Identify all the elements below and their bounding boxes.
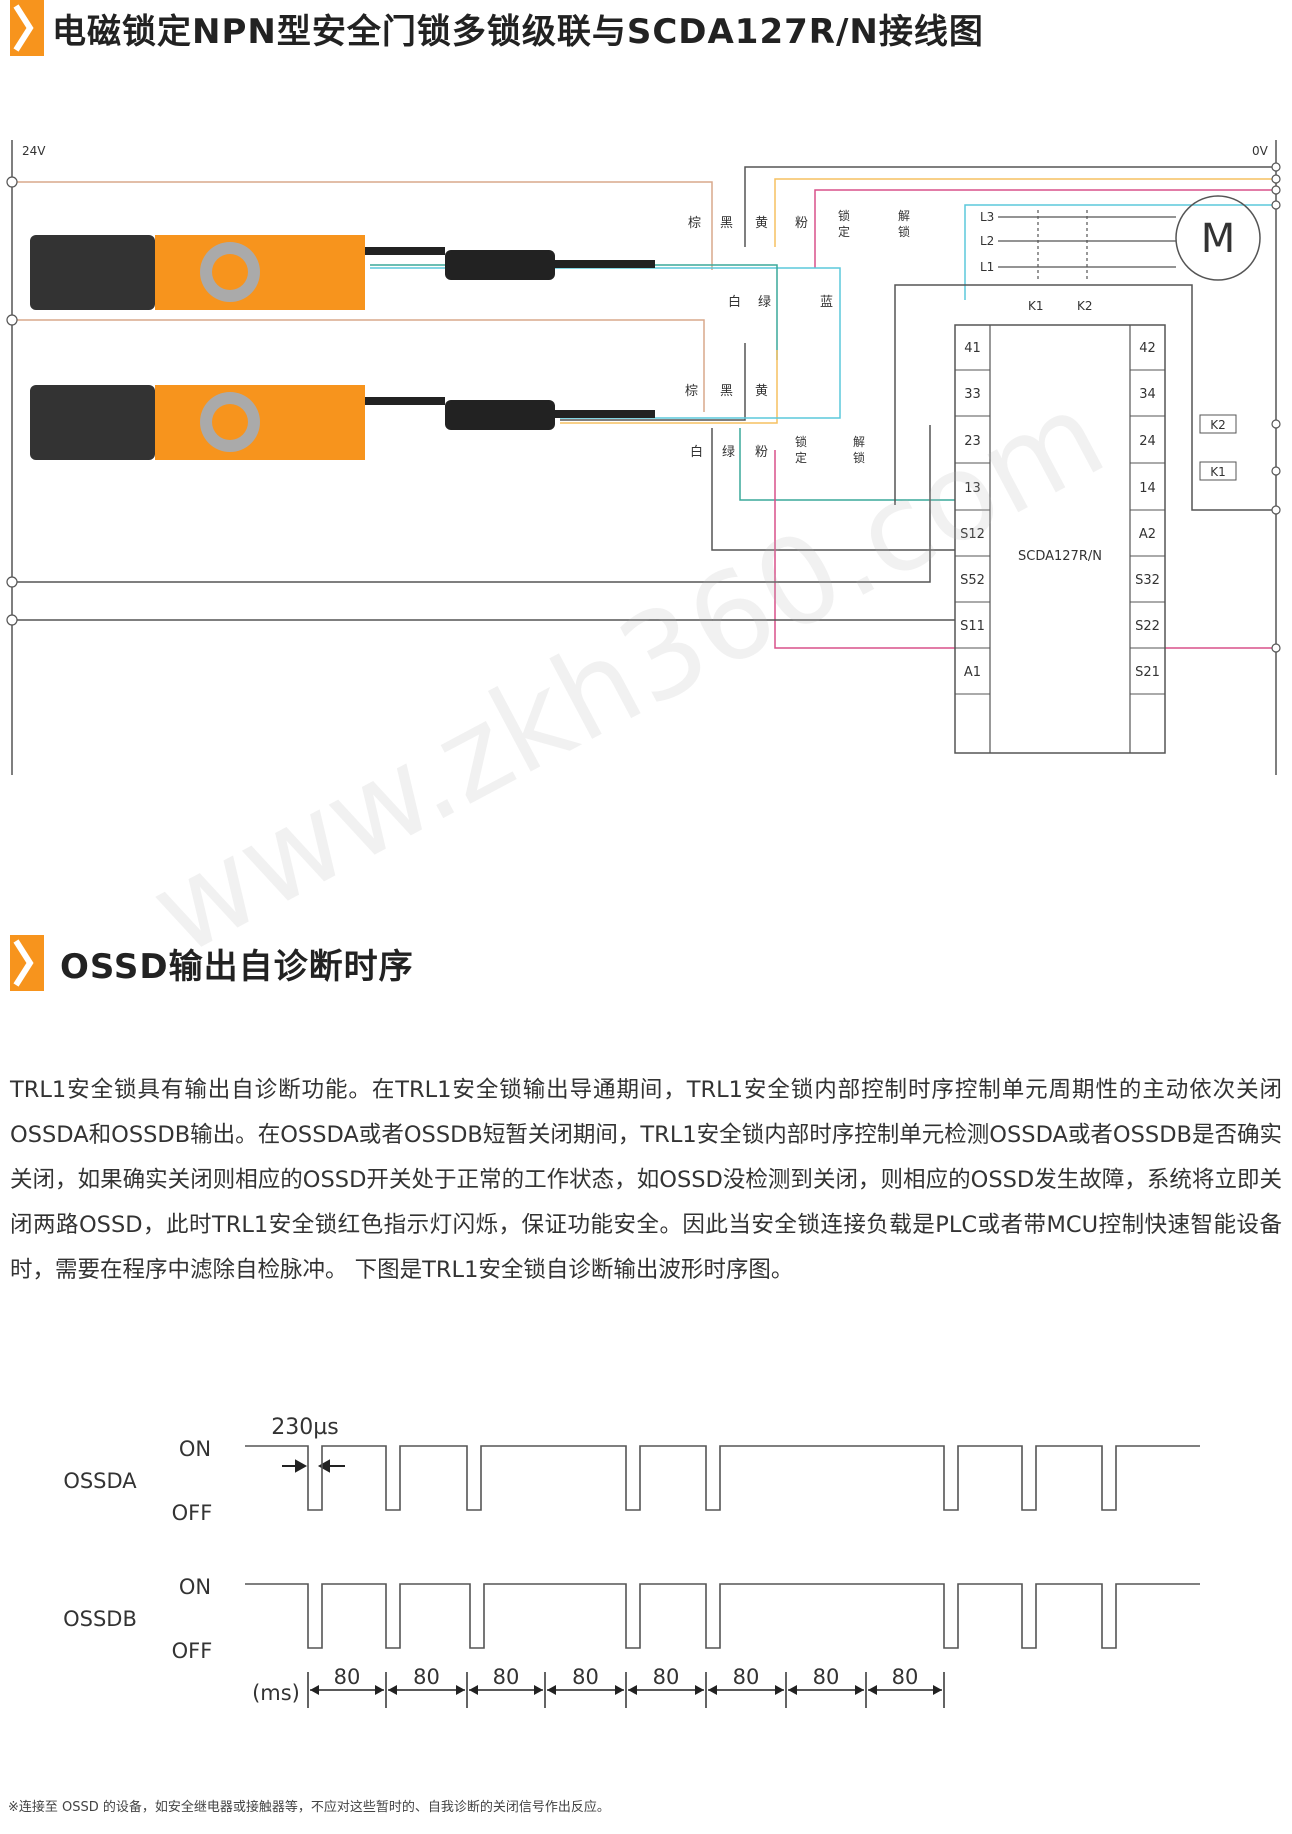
terminal-label: 23 xyxy=(964,434,981,449)
svg-text:解: 解 xyxy=(898,209,910,223)
terminal-label: A1 xyxy=(964,665,981,680)
interval-arrowhead xyxy=(615,1685,624,1695)
phase-l3: L3 xyxy=(980,210,994,224)
ossdb-on-label: ON xyxy=(179,1575,211,1599)
coil-k2: K2 xyxy=(1210,418,1226,432)
interval-label: 80 xyxy=(892,1665,919,1689)
terminal-label: 41 xyxy=(964,341,981,356)
interval-arrowhead xyxy=(375,1685,384,1695)
svg-text:解: 解 xyxy=(853,435,865,449)
interval-arrowhead xyxy=(855,1685,864,1695)
label-24v: 24V xyxy=(22,144,46,158)
interval-label: 80 xyxy=(334,1665,361,1689)
motor-label: M xyxy=(1201,216,1236,262)
phase-l1: L1 xyxy=(980,260,994,274)
terminal-label: S32 xyxy=(1135,573,1160,588)
interval-label: 80 xyxy=(653,1665,680,1689)
svg-text:锁: 锁 xyxy=(795,434,807,449)
module-name: SCDA127R/N xyxy=(1018,549,1102,564)
interval-arrowhead xyxy=(388,1685,397,1695)
ossda-on-label: ON xyxy=(179,1437,211,1461)
interval-arrowhead xyxy=(469,1685,478,1695)
svg-text:黄: 黄 xyxy=(755,216,768,231)
interval-label: 80 xyxy=(493,1665,520,1689)
page-title: 电磁锁定NPN型安全门锁多锁级联与SCDA127R/N接线图 xyxy=(52,11,984,52)
svg-text:白: 白 xyxy=(690,444,703,460)
interval-label: 80 xyxy=(572,1665,599,1689)
terminal-label: 34 xyxy=(1139,387,1156,402)
terminal-label: 14 xyxy=(1139,481,1156,496)
svg-text:粉: 粉 xyxy=(795,216,808,231)
description-text: TRL1安全锁具有输出自诊断功能。在TRL1安全锁输出导通期间，TRL1安全锁内… xyxy=(10,1077,1282,1283)
wiring-diagram: 24V 0V M L3 L2 L1 K1 K2 xyxy=(6,140,1281,775)
section-title-ossd: OSSD输出自诊断时序 xyxy=(10,935,414,991)
svg-text:定: 定 xyxy=(795,450,807,465)
ossda-label: OSSDA xyxy=(63,1469,137,1493)
svg-text:蓝: 蓝 xyxy=(820,295,833,310)
svg-text:粉: 粉 xyxy=(755,445,768,460)
coil-k1: K1 xyxy=(1210,465,1226,479)
terminal-label: 33 xyxy=(964,387,981,402)
interval-arrowhead xyxy=(456,1685,465,1695)
phase-l2: L2 xyxy=(980,234,994,248)
svg-text:绿: 绿 xyxy=(722,445,735,460)
interval-arrowhead xyxy=(695,1685,704,1695)
interval-label: 80 xyxy=(413,1665,440,1689)
interval-label: 80 xyxy=(733,1665,760,1689)
svg-text:棕: 棕 xyxy=(688,216,701,231)
interval-arrowhead xyxy=(788,1685,797,1695)
chevron-icon xyxy=(10,0,44,56)
interval-arrowhead xyxy=(775,1685,784,1695)
section-title-wiring: 电磁锁定NPN型安全门锁多锁级联与SCDA127R/N接线图 xyxy=(10,0,984,56)
lock-device-2 xyxy=(30,385,655,460)
svg-text:黄: 黄 xyxy=(755,384,768,399)
interval-label: 80 xyxy=(813,1665,840,1689)
chevron-icon xyxy=(10,935,44,991)
terminal-label: 13 xyxy=(964,481,981,496)
terminal-label: S21 xyxy=(1135,665,1160,680)
terminal-label: S52 xyxy=(960,573,985,588)
contactor-k2: K2 xyxy=(1077,299,1093,313)
svg-text:锁: 锁 xyxy=(838,208,850,223)
interval-arrowhead xyxy=(547,1685,556,1695)
ossda-off-label: OFF xyxy=(172,1501,213,1525)
terminal-label: S11 xyxy=(960,619,985,634)
ossdb-waveform xyxy=(245,1583,1200,1649)
scda-module: SCDA127R/N xyxy=(954,324,1166,754)
svg-text:锁: 锁 xyxy=(853,450,865,465)
interval-arrowhead xyxy=(628,1685,637,1695)
timing-diagram: 230µs ON OSSDA OFF ON OSSDB OFF (ms) 80 8… xyxy=(63,1415,1200,1708)
ossdb-label: OSSDB xyxy=(63,1607,137,1631)
lock-device-1 xyxy=(30,235,655,310)
terminal-label: S22 xyxy=(1135,619,1160,634)
interval-arrowhead xyxy=(310,1685,319,1695)
terminal-label: 42 xyxy=(1139,341,1156,356)
footnote: ※连接至 OSSD 的设备，如安全继电器或接触器等，不应对这些暂时的、自我诊断的… xyxy=(8,1800,610,1815)
terminal-label: A2 xyxy=(1139,527,1156,542)
interval-arrowhead xyxy=(933,1685,942,1695)
terminal-label: S12 xyxy=(960,527,985,542)
svg-text:黑: 黑 xyxy=(720,384,733,399)
contactor-k1: K1 xyxy=(1028,299,1044,313)
svg-text:定: 定 xyxy=(838,224,850,239)
label-0v: 0V xyxy=(1252,144,1269,158)
ms-unit-label: (ms) xyxy=(252,1681,300,1705)
ossda-waveform xyxy=(245,1445,1200,1511)
svg-text:绿: 绿 xyxy=(758,295,771,310)
svg-text:锁: 锁 xyxy=(898,224,910,239)
interval-arrowhead xyxy=(868,1685,877,1695)
svg-text:黑: 黑 xyxy=(720,216,733,231)
section-heading: OSSD输出自诊断时序 xyxy=(60,946,414,987)
interval-arrowhead xyxy=(534,1685,543,1695)
svg-text:白: 白 xyxy=(728,294,741,310)
interval-arrowhead xyxy=(708,1685,717,1695)
pulse-width-label: 230µs xyxy=(271,1415,338,1440)
terminal-label: 24 xyxy=(1139,434,1156,449)
svg-text:棕: 棕 xyxy=(685,384,698,399)
motor-icon xyxy=(1175,195,1261,281)
ossdb-off-label: OFF xyxy=(172,1639,213,1663)
